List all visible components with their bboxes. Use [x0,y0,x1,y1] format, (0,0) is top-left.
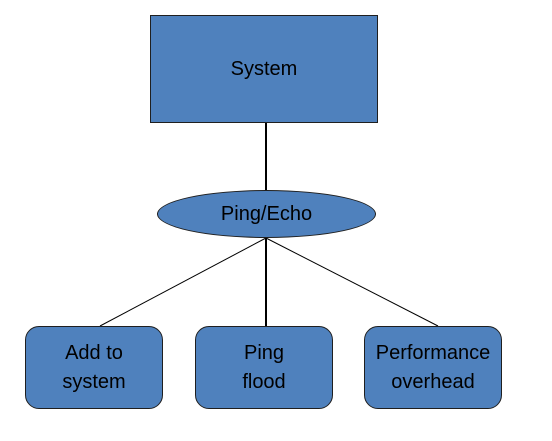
connector-ping-echo-to-add-to-system [99,237,267,327]
node-ping-echo-label: Ping/Echo [220,202,313,225]
node-add-to-system-label: Add to system [62,341,126,393]
node-ping-flood-label: Ping flood [242,341,286,393]
node-add-to-system: Add to system [25,326,163,409]
node-system: System [150,15,378,123]
node-performance-overhead-label: Performance overhead [375,341,491,393]
node-ping-flood: Ping flood [195,326,333,409]
node-ping-echo: Ping/Echo [157,190,376,238]
connector-ping-echo-to-performance-overhead [265,237,439,327]
node-system-label: System [230,57,298,80]
node-performance-overhead: Performance overhead [364,326,502,409]
